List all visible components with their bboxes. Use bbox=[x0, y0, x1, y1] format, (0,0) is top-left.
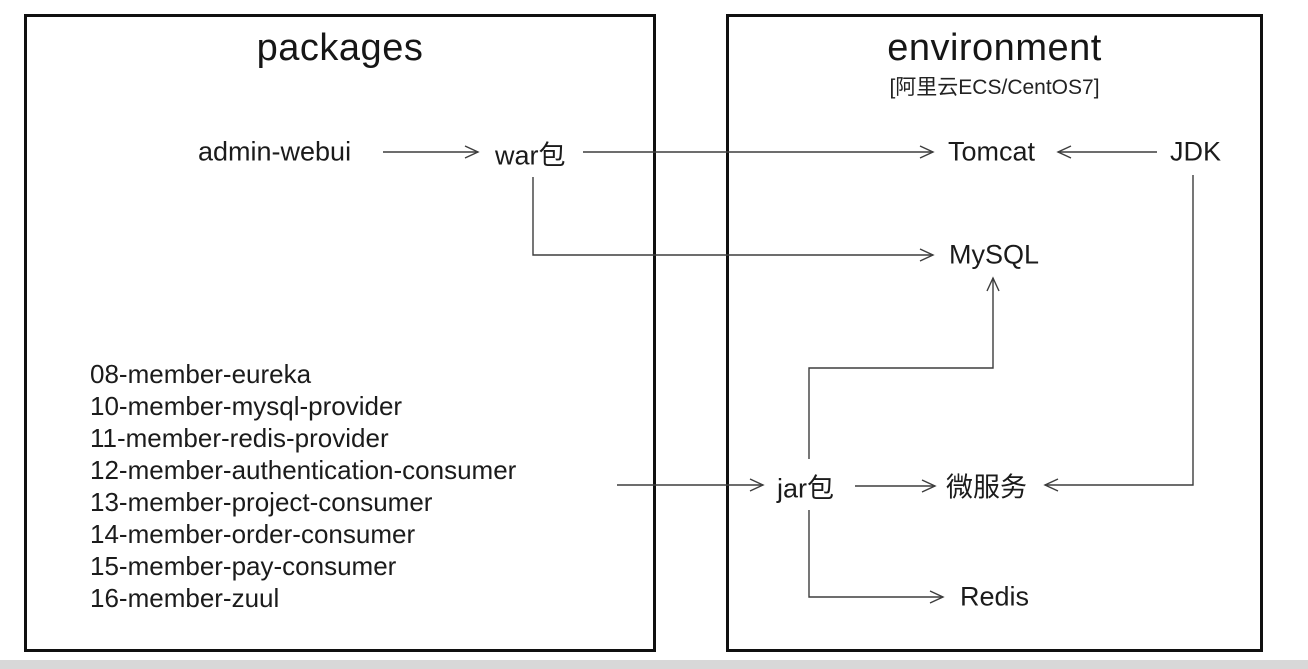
environment-box: environment [阿里云ECS/CentOS7] bbox=[726, 14, 1263, 652]
edge-jdk-to-microservice-arrow bbox=[1043, 175, 1194, 492]
list-item: 15-member-pay-consumer bbox=[90, 551, 397, 581]
node-mysql: MySQL bbox=[949, 239, 1040, 270]
node-tomcat: Tomcat bbox=[948, 136, 1036, 167]
edge-warpkg-to-mysql-arrow bbox=[532, 177, 935, 262]
packages-title: packages bbox=[256, 27, 424, 69]
node-war-package: war包 bbox=[495, 140, 566, 171]
environment-subtitle: [阿里云ECS/CentOS7] bbox=[889, 76, 1100, 99]
list-item: 13-member-project-consumer bbox=[90, 487, 433, 517]
member-package-list: 08-member-eureka 10-member-mysql-provide… bbox=[90, 358, 516, 614]
node-redis: Redis bbox=[960, 581, 1030, 612]
environment-title: environment bbox=[887, 27, 1102, 69]
node-microservice: 微服务 bbox=[946, 472, 1027, 503]
list-item: 10-member-mysql-provider bbox=[90, 391, 403, 421]
bottom-edge-strip bbox=[0, 660, 1308, 669]
edge-jarpkg-to-redis-arrow bbox=[808, 510, 945, 604]
edge-jarpkg-to-mysql-arrow bbox=[808, 276, 1000, 459]
list-item: 08-member-eureka bbox=[90, 359, 312, 389]
list-item: 14-member-order-consumer bbox=[90, 519, 416, 549]
list-item: 12-member-authentication-consumer bbox=[90, 455, 517, 485]
node-admin-webui: admin-webui bbox=[198, 136, 352, 167]
node-jdk: JDK bbox=[1170, 136, 1222, 167]
node-jar-package: jar包 bbox=[777, 473, 835, 504]
list-item: 11-member-redis-provider bbox=[90, 423, 389, 453]
packages-box: packages bbox=[24, 14, 656, 652]
list-item: 16-member-zuul bbox=[90, 583, 280, 613]
